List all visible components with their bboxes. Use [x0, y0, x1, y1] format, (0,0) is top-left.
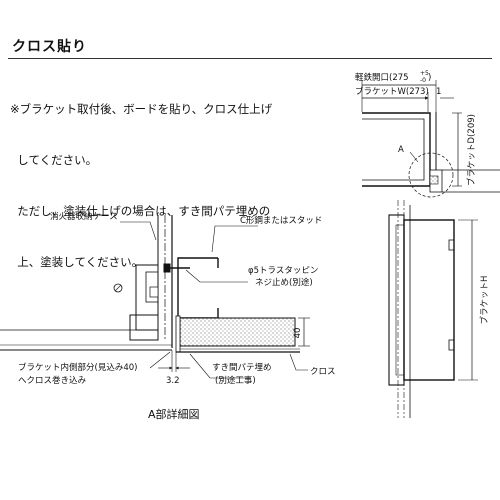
- note-line-4: 上、塗装してください。: [10, 255, 144, 269]
- installation-note: ※ブラケット取付後、ボードを貼り、クロス仕上げ してください。 ただし、塗装仕上…: [10, 67, 272, 305]
- bracket-note-1: ブラケット内側部分(見込み40): [18, 362, 137, 373]
- opening-tolerance-minus: -0: [420, 77, 426, 84]
- bracket-h-label: ブラケットH: [479, 276, 490, 325]
- cloth-label: クロス: [310, 367, 336, 377]
- case-label: 消火器収納ケース: [50, 211, 118, 222]
- bracket-w-label: ブラケットW(273): [355, 86, 429, 97]
- bracket-d-label: ブラケットD(209): [466, 114, 477, 186]
- note-line-3: ただし、塗装仕上げの場合は、すき間パテ埋めの: [10, 204, 271, 218]
- putty-label-2: (別途工事): [215, 375, 256, 386]
- screw-label-1: φ5トラスタッピン: [248, 266, 318, 276]
- title-underline: [8, 58, 492, 59]
- elevation-view: [388, 200, 478, 418]
- note-line-2: してください。: [10, 153, 98, 167]
- detail-caption: A部詳細図: [148, 407, 200, 421]
- gap-dim-3-2: 3.2: [166, 376, 180, 386]
- board-thickness-dim: 40: [293, 328, 303, 339]
- opening-label: 軽鉄開口(275: [355, 72, 409, 83]
- plan-view: [361, 80, 500, 198]
- opening-tolerance-plus: +5: [420, 70, 429, 77]
- putty-label-1: すき間パテ埋め: [212, 362, 272, 373]
- stud-label: C形鋼またはスタッド: [240, 215, 322, 226]
- screw-label-2: ネジ止め(別途): [255, 277, 313, 288]
- gap-dimension: 1: [436, 87, 441, 97]
- note-line-1: ※ブラケット取付後、ボードを貼り、クロス仕上げ: [10, 102, 273, 116]
- bracket-note-2: へクロス巻き込み: [18, 375, 87, 386]
- opening-close-paren: ): [428, 73, 431, 83]
- detail-a-drawing: [0, 215, 310, 379]
- detail-marker-a: A: [398, 145, 404, 155]
- page-title: クロス貼り: [12, 39, 87, 55]
